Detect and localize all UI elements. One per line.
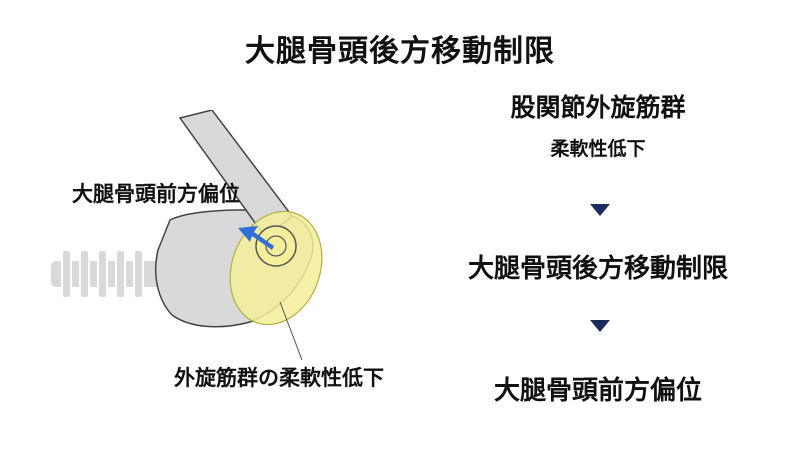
vertebra-process [79,249,90,299]
femoral-head [255,225,297,267]
femoral-head-inner [265,235,287,257]
vertebra-process [61,249,72,299]
down-arrow-icon [590,204,610,216]
vertebrae [49,249,171,299]
hip-joint-illustration [49,110,323,360]
flow-step-2: 大腿骨頭後方移動制限 [467,254,728,284]
flexibility-label: 外旋筋群の柔軟性低下 [174,366,384,390]
flow-step-3: 大腿骨頭前方偏位 [493,376,702,406]
anterior-shift-label: 大腿骨頭前方偏位 [72,182,240,206]
vertebra-process [97,249,108,299]
vertebra-process [115,249,126,299]
vertebra-process [133,249,144,299]
leader-line [279,301,303,360]
down-arrow-icon [590,320,610,332]
flow-step-1-main: 股関節外旋筋群 [510,93,686,122]
flow-step-1-sub: 柔軟性低下 [550,138,646,160]
external-rotators-region [229,210,323,326]
page-title: 大腿骨頭後方移動制限 [245,34,555,69]
anterior-shift-arrow [238,226,274,250]
